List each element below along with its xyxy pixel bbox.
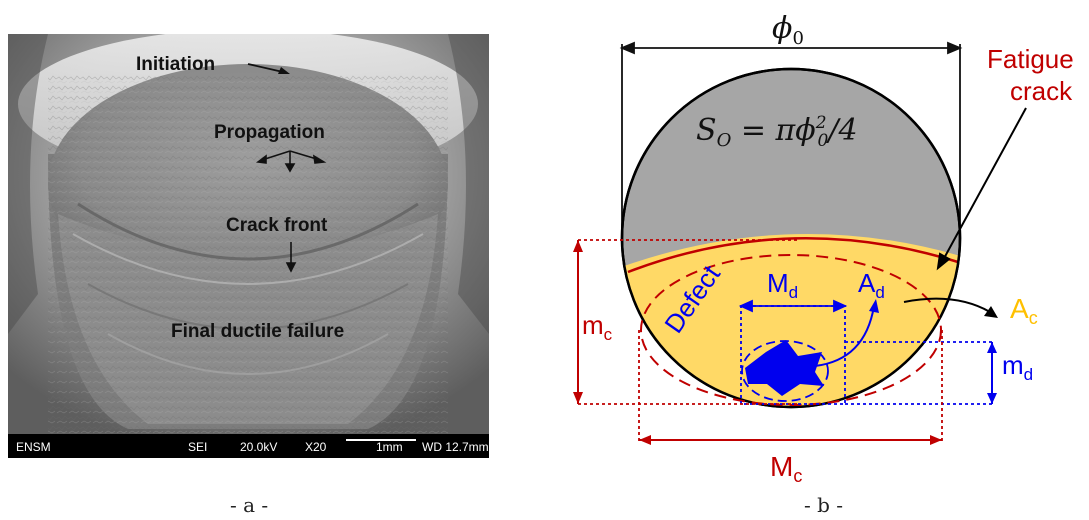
Ac-label: Ac (1010, 293, 1038, 328)
info-voltage: 20.0kV (240, 440, 277, 454)
Md-label: Md (767, 268, 798, 302)
initiation-arrow (247, 63, 284, 73)
Ad-arrow (814, 305, 875, 367)
crack-envelope (640, 254, 942, 406)
crack-front-label: Crack front (226, 215, 328, 236)
phi0-dimension (619, 41, 963, 240)
Ac-arrow (903, 297, 991, 313)
initiation-label: Initiation (136, 54, 215, 75)
mc-label: mc (582, 310, 613, 344)
mc-dimension (573, 239, 800, 405)
Mc-label: Mc (770, 451, 802, 486)
crack-front-arrow (285, 242, 297, 273)
info-detector: SEI (188, 440, 207, 454)
md-dimension (738, 299, 848, 313)
sem-fractograph: Initiation Propagation Crack front Final… (8, 34, 489, 458)
info-magnification: X20 (305, 440, 327, 454)
fatigue-crack-area (622, 233, 960, 407)
info-lab: ENSM (16, 440, 51, 454)
propagation-arrows (255, 150, 327, 173)
info-scale: 1mm (376, 440, 403, 454)
info-wd: WD 12.7mm (422, 440, 489, 454)
Mc-dimension (638, 330, 943, 445)
caption-b: - b - (804, 493, 844, 517)
md-dimension-vertical (845, 341, 997, 405)
caption-a: - a - (230, 493, 269, 517)
fatigue-crack-label: Fatigue crack (987, 44, 1081, 106)
propagation-label: Propagation (214, 122, 325, 143)
defect-shape (745, 340, 824, 396)
crack-front-curve (627, 237, 959, 274)
sem-info-bar (8, 434, 489, 458)
defect-ellipse (741, 340, 829, 402)
fatigue-crack-arrow (936, 107, 1027, 271)
Ad-label: Ad (858, 268, 885, 302)
md-label: md (1002, 350, 1033, 384)
final-failure-label: Final ductile failure (171, 321, 344, 342)
phi0-label: ϕ0 (772, 11, 804, 49)
